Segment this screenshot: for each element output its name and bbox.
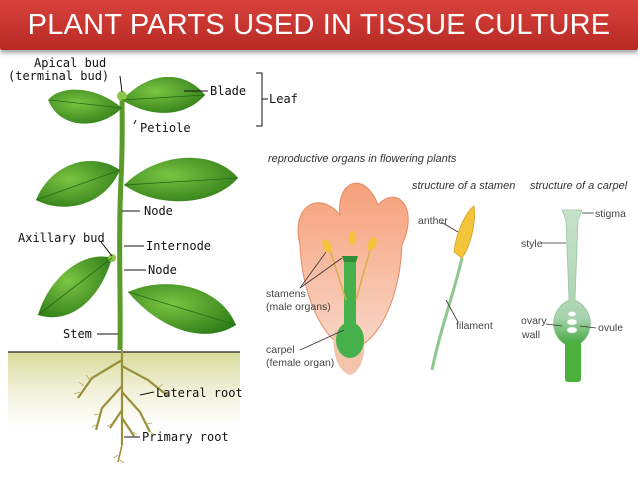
- leaf-top-right: [122, 76, 205, 113]
- label-node-lower: Node: [148, 263, 177, 277]
- stamen-illustration: [430, 205, 475, 371]
- label-stem: Stem: [63, 327, 92, 341]
- label-stamens: stamens: [266, 288, 306, 300]
- plant-leader-lines: [97, 72, 268, 438]
- leaf-veins: [35, 94, 239, 326]
- stem: [117, 94, 125, 351]
- leaf-mid-right: [124, 157, 238, 202]
- label-lateral-root: Lateral root: [156, 386, 243, 400]
- label-stamens-note: (male organs): [266, 301, 331, 313]
- label-ovule: ovule: [598, 322, 623, 334]
- label-leaf: Leaf: [269, 92, 298, 106]
- carpel-illustration: [553, 209, 591, 382]
- stamen-leader-lines: [440, 221, 459, 323]
- flower-panel-heading: reproductive organs in flowering plants: [268, 153, 457, 165]
- slide-title: PLANT PARTS USED IN TISSUE CULTURE: [27, 9, 611, 41]
- flower-illustration: [297, 182, 409, 375]
- root-system: [77, 350, 169, 463]
- soil-region: [8, 351, 240, 427]
- label-ovary: ovary: [521, 315, 547, 327]
- title-banner: PLANT PARTS USED IN TISSUE CULTURE: [0, 0, 638, 50]
- root-hairs: [73, 374, 170, 464]
- carpel-panel-heading: structure of a carpel: [530, 180, 628, 192]
- label-node-upper: Node: [144, 204, 173, 218]
- leaf-low-right: [128, 284, 236, 334]
- label-style: style: [521, 238, 543, 250]
- label-filament: filament: [456, 320, 493, 332]
- label-carpel-note: (female organ): [266, 357, 334, 369]
- label-internode: Internode: [146, 239, 211, 253]
- stamen-panel-heading: structure of a stamen: [412, 180, 515, 192]
- leaf-mid-left: [36, 161, 120, 207]
- label-wall: wall: [521, 329, 540, 341]
- label-terminal-bud: (terminal bud): [8, 69, 109, 83]
- label-anther: anther: [418, 215, 448, 227]
- label-petiole: Petiole: [140, 121, 191, 135]
- label-primary-root: Primary root: [142, 430, 229, 444]
- label-axillary-bud: Axillary bud: [18, 231, 105, 245]
- label-stigma: stigma: [595, 208, 626, 220]
- carpel-leader-lines: [541, 212, 597, 329]
- apical-bud: [117, 91, 127, 101]
- label-blade: Blade: [210, 84, 246, 98]
- leaf-top-left: [48, 89, 122, 124]
- label-carpel: carpel: [266, 344, 295, 356]
- label-apical-bud: Apical bud: [34, 56, 106, 70]
- plant-leaves: [36, 76, 238, 334]
- flower-leader-lines: [299, 251, 345, 351]
